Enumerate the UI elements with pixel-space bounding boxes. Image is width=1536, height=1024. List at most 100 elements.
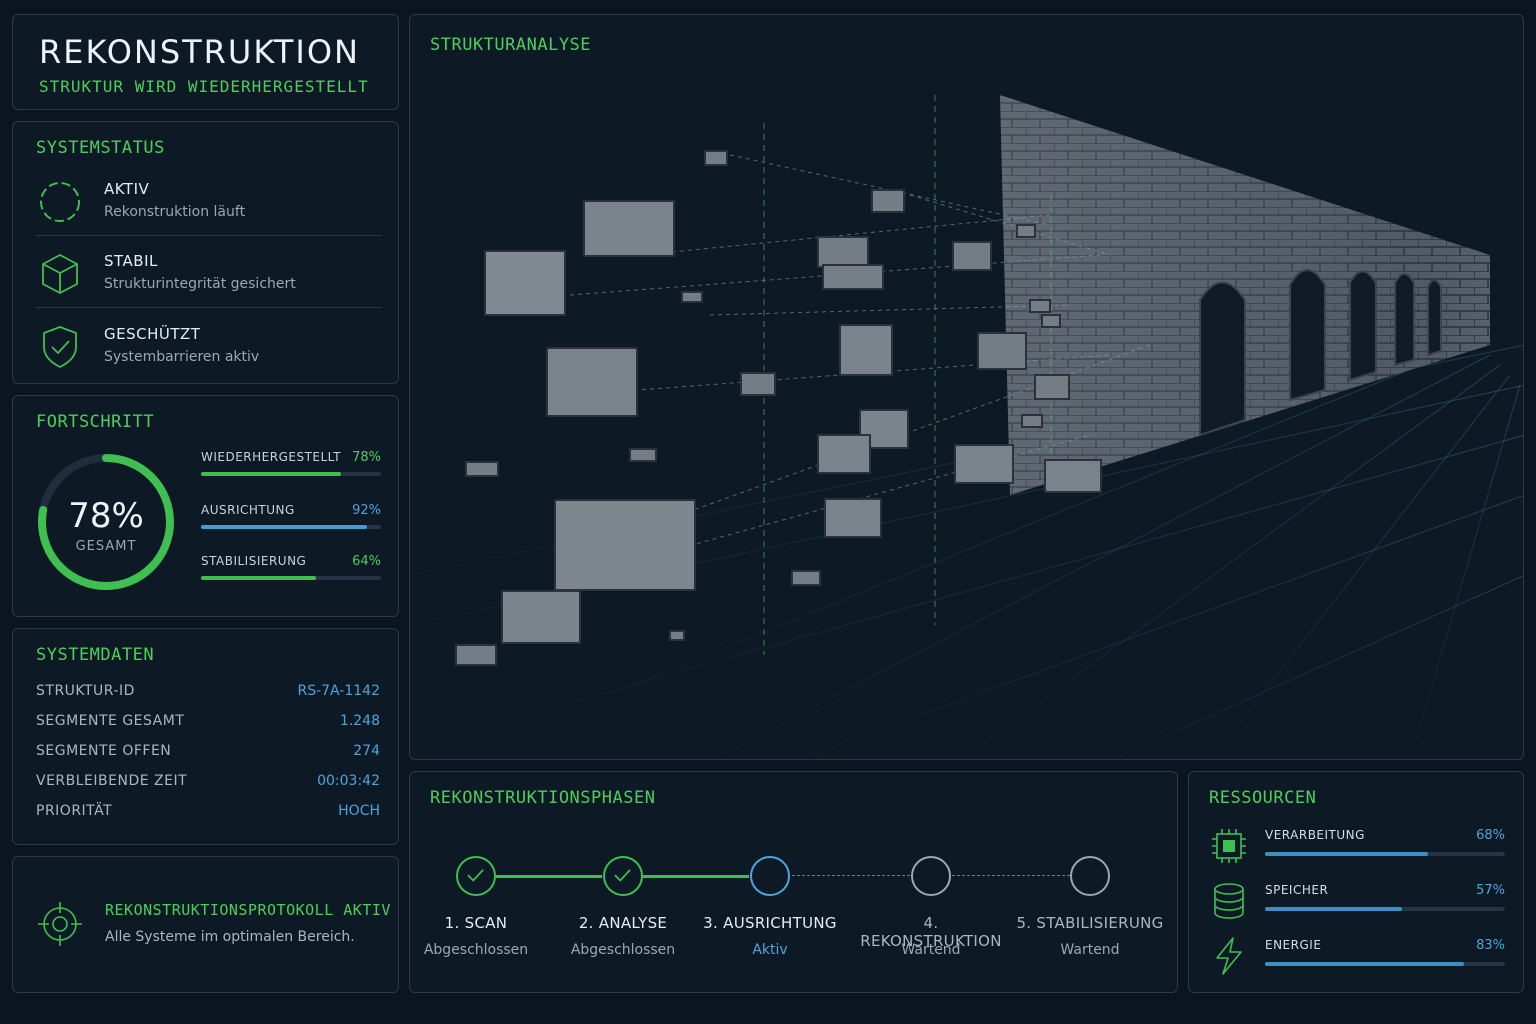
data-key: SEGMENTE OFFEN (36, 743, 172, 759)
phase-label: 4. REKONSTRUKTION (860, 914, 1002, 950)
data-row-segments-total: SEGMENTE GESAMT 1.248 (36, 713, 380, 729)
system-data-title: SYSTEMDATEN (36, 645, 155, 665)
status-item-stable: STABIL Strukturintegrität gesichert (36, 246, 382, 314)
progress-bar-fill (201, 525, 367, 529)
resource-label: VERARBEITUNG (1265, 828, 1365, 842)
data-value: RS-7A-1142 (297, 683, 380, 699)
resource-energy: ENERGIE 83% (1209, 936, 1505, 982)
data-key: STRUKTUR-ID (36, 683, 135, 699)
data-value: 1.248 (339, 713, 380, 729)
resource-fill (1265, 852, 1429, 856)
check-icon (467, 869, 484, 882)
progress-title: FORTSCHRITT (36, 412, 155, 432)
phase-label: 3. AUSRICHTUNG (703, 914, 837, 932)
resource-processing: VERARBEITUNG 68% (1209, 826, 1505, 872)
resource-value: 68% (1476, 828, 1505, 843)
crosshair-icon (38, 902, 82, 946)
data-value: 274 (353, 743, 380, 759)
system-status-panel: SYSTEMSTATUS AKTIV Rekonstruktion läuft … (12, 121, 399, 384)
check-icon (614, 869, 631, 882)
data-row-priority: PRIORITÄT HOCH (36, 803, 380, 819)
progress-bar-alignment: AUSRICHTUNG 92% (201, 503, 381, 529)
data-value: 00:03:42 (317, 773, 380, 789)
floating-blocks (455, 150, 1102, 666)
cube-icon (42, 254, 78, 294)
phase-status: Wartend (901, 942, 961, 958)
lightning-icon (1216, 937, 1242, 975)
phase-connector (952, 875, 1070, 876)
phase-status: Aktiv (752, 942, 788, 958)
status-detail: Strukturintegrität gesichert (104, 276, 296, 292)
progress-bar-value: 64% (352, 554, 381, 569)
protocol-panel: REKONSTRUKTIONSPROTOKOLL AKTIV Alle Syst… (12, 856, 399, 993)
data-row-structure-id: STRUKTUR-ID RS-7A-1142 (36, 683, 380, 699)
progress-bar-label: WIEDERHERGESTELLT (201, 450, 342, 464)
status-item-protected: GESCHÜTZT Systembarrieren aktiv (36, 319, 382, 387)
progress-bar-stabilization: STABILISIERUNG 64% (201, 554, 381, 580)
phase-label: 2. ANALYSE (578, 914, 668, 932)
progress-panel: FORTSCHRITT 78% GESAMT WIEDERHERGESTELLT… (12, 395, 399, 617)
database-icon (1214, 883, 1244, 919)
phase-connector (792, 875, 910, 876)
system-data-panel: SYSTEMDATEN STRUKTUR-ID RS-7A-1142 SEGME… (12, 628, 399, 845)
app-title: REKONSTRUKTION (39, 33, 360, 71)
phase-label: 5. STABILISIERUNG (1016, 914, 1164, 932)
progress-bar-restored: WIEDERHERGESTELLT 78% (201, 450, 381, 476)
phase-status: Abgeschlossen (570, 942, 676, 958)
stone-wall (1000, 95, 1490, 495)
status-detail: Systembarrieren aktiv (104, 349, 260, 365)
phase-status: Abgeschlossen (423, 942, 529, 958)
data-row-remaining-time: VERBLEIBENDE ZEIT 00:03:42 (36, 773, 380, 789)
data-row-segments-open: SEGMENTE OFFEN 274 (36, 743, 380, 759)
dashed-circle-icon (40, 182, 80, 222)
resources-panel: RESSOURCEN VERARBEITUNG 68% SPEICHER 57% (1188, 771, 1524, 993)
data-key: SEGMENTE GESAMT (36, 713, 185, 729)
progress-bar-label: STABILISIERUNG (201, 554, 307, 568)
resource-storage: SPEICHER 57% (1209, 881, 1505, 927)
status-item-active: AKTIV Rekonstruktion läuft (36, 174, 382, 242)
status-label: GESCHÜTZT (104, 325, 201, 343)
divider (36, 235, 382, 236)
status-label: AKTIV (104, 180, 150, 198)
resources-title: RESSOURCEN (1209, 788, 1317, 808)
resource-value: 57% (1476, 883, 1505, 898)
system-status-title: SYSTEMSTATUS (36, 138, 165, 158)
structure-analysis-panel: STRUKTURANALYSE (409, 14, 1524, 760)
progress-bar-value: 78% (352, 450, 381, 465)
phase-connector (643, 875, 749, 878)
shield-check-icon (43, 326, 77, 368)
reconstruction-phases-panel: REKONSTRUKTIONSPHASEN 1. SCAN Abgeschlos… (409, 771, 1178, 993)
progress-bar-value: 92% (352, 503, 381, 518)
data-key: PRIORITÄT (36, 803, 113, 819)
structure-analysis-title: STRUKTURANALYSE (430, 35, 592, 55)
phase-node-stabilization[interactable] (1070, 856, 1110, 896)
status-detail: Rekonstruktion läuft (104, 204, 246, 220)
progress-bar-fill (201, 472, 342, 476)
protocol-detail: Alle Systeme im optimalen Bereich. (105, 929, 355, 945)
progress-bar-fill (201, 576, 317, 580)
phase-connector (496, 875, 602, 878)
progress-total-label: GESAMT (75, 539, 137, 554)
progress-ring (38, 454, 174, 590)
data-value: HOCH (338, 803, 380, 819)
phase-status: Wartend (1060, 942, 1120, 958)
phase-node-scan[interactable] (456, 856, 496, 896)
structure-visualization (410, 95, 1523, 759)
title-panel: REKONSTRUKTION STRUKTUR WIRD WIEDERHERGE… (12, 14, 399, 110)
status-label: STABIL (104, 252, 158, 270)
resource-value: 83% (1476, 938, 1505, 953)
phases-title: REKONSTRUKTIONSPHASEN (430, 788, 656, 808)
app-subtitle: STRUKTUR WIRD WIEDERHERGESTELLT (39, 77, 369, 96)
protocol-title: REKONSTRUKTIONSPROTOKOLL AKTIV (105, 901, 391, 919)
progress-total-value: 78% (68, 496, 144, 536)
divider (36, 307, 382, 308)
phase-node-analysis[interactable] (603, 856, 643, 896)
phase-node-reconstruction[interactable] (911, 856, 951, 896)
resource-fill (1265, 907, 1402, 911)
resource-label: SPEICHER (1265, 883, 1329, 897)
phase-node-alignment[interactable] (750, 856, 790, 896)
data-key: VERBLEIBENDE ZEIT (36, 773, 188, 789)
progress-bar-label: AUSRICHTUNG (201, 503, 295, 517)
resource-fill (1265, 962, 1465, 966)
phase-label: 1. SCAN (444, 914, 508, 932)
